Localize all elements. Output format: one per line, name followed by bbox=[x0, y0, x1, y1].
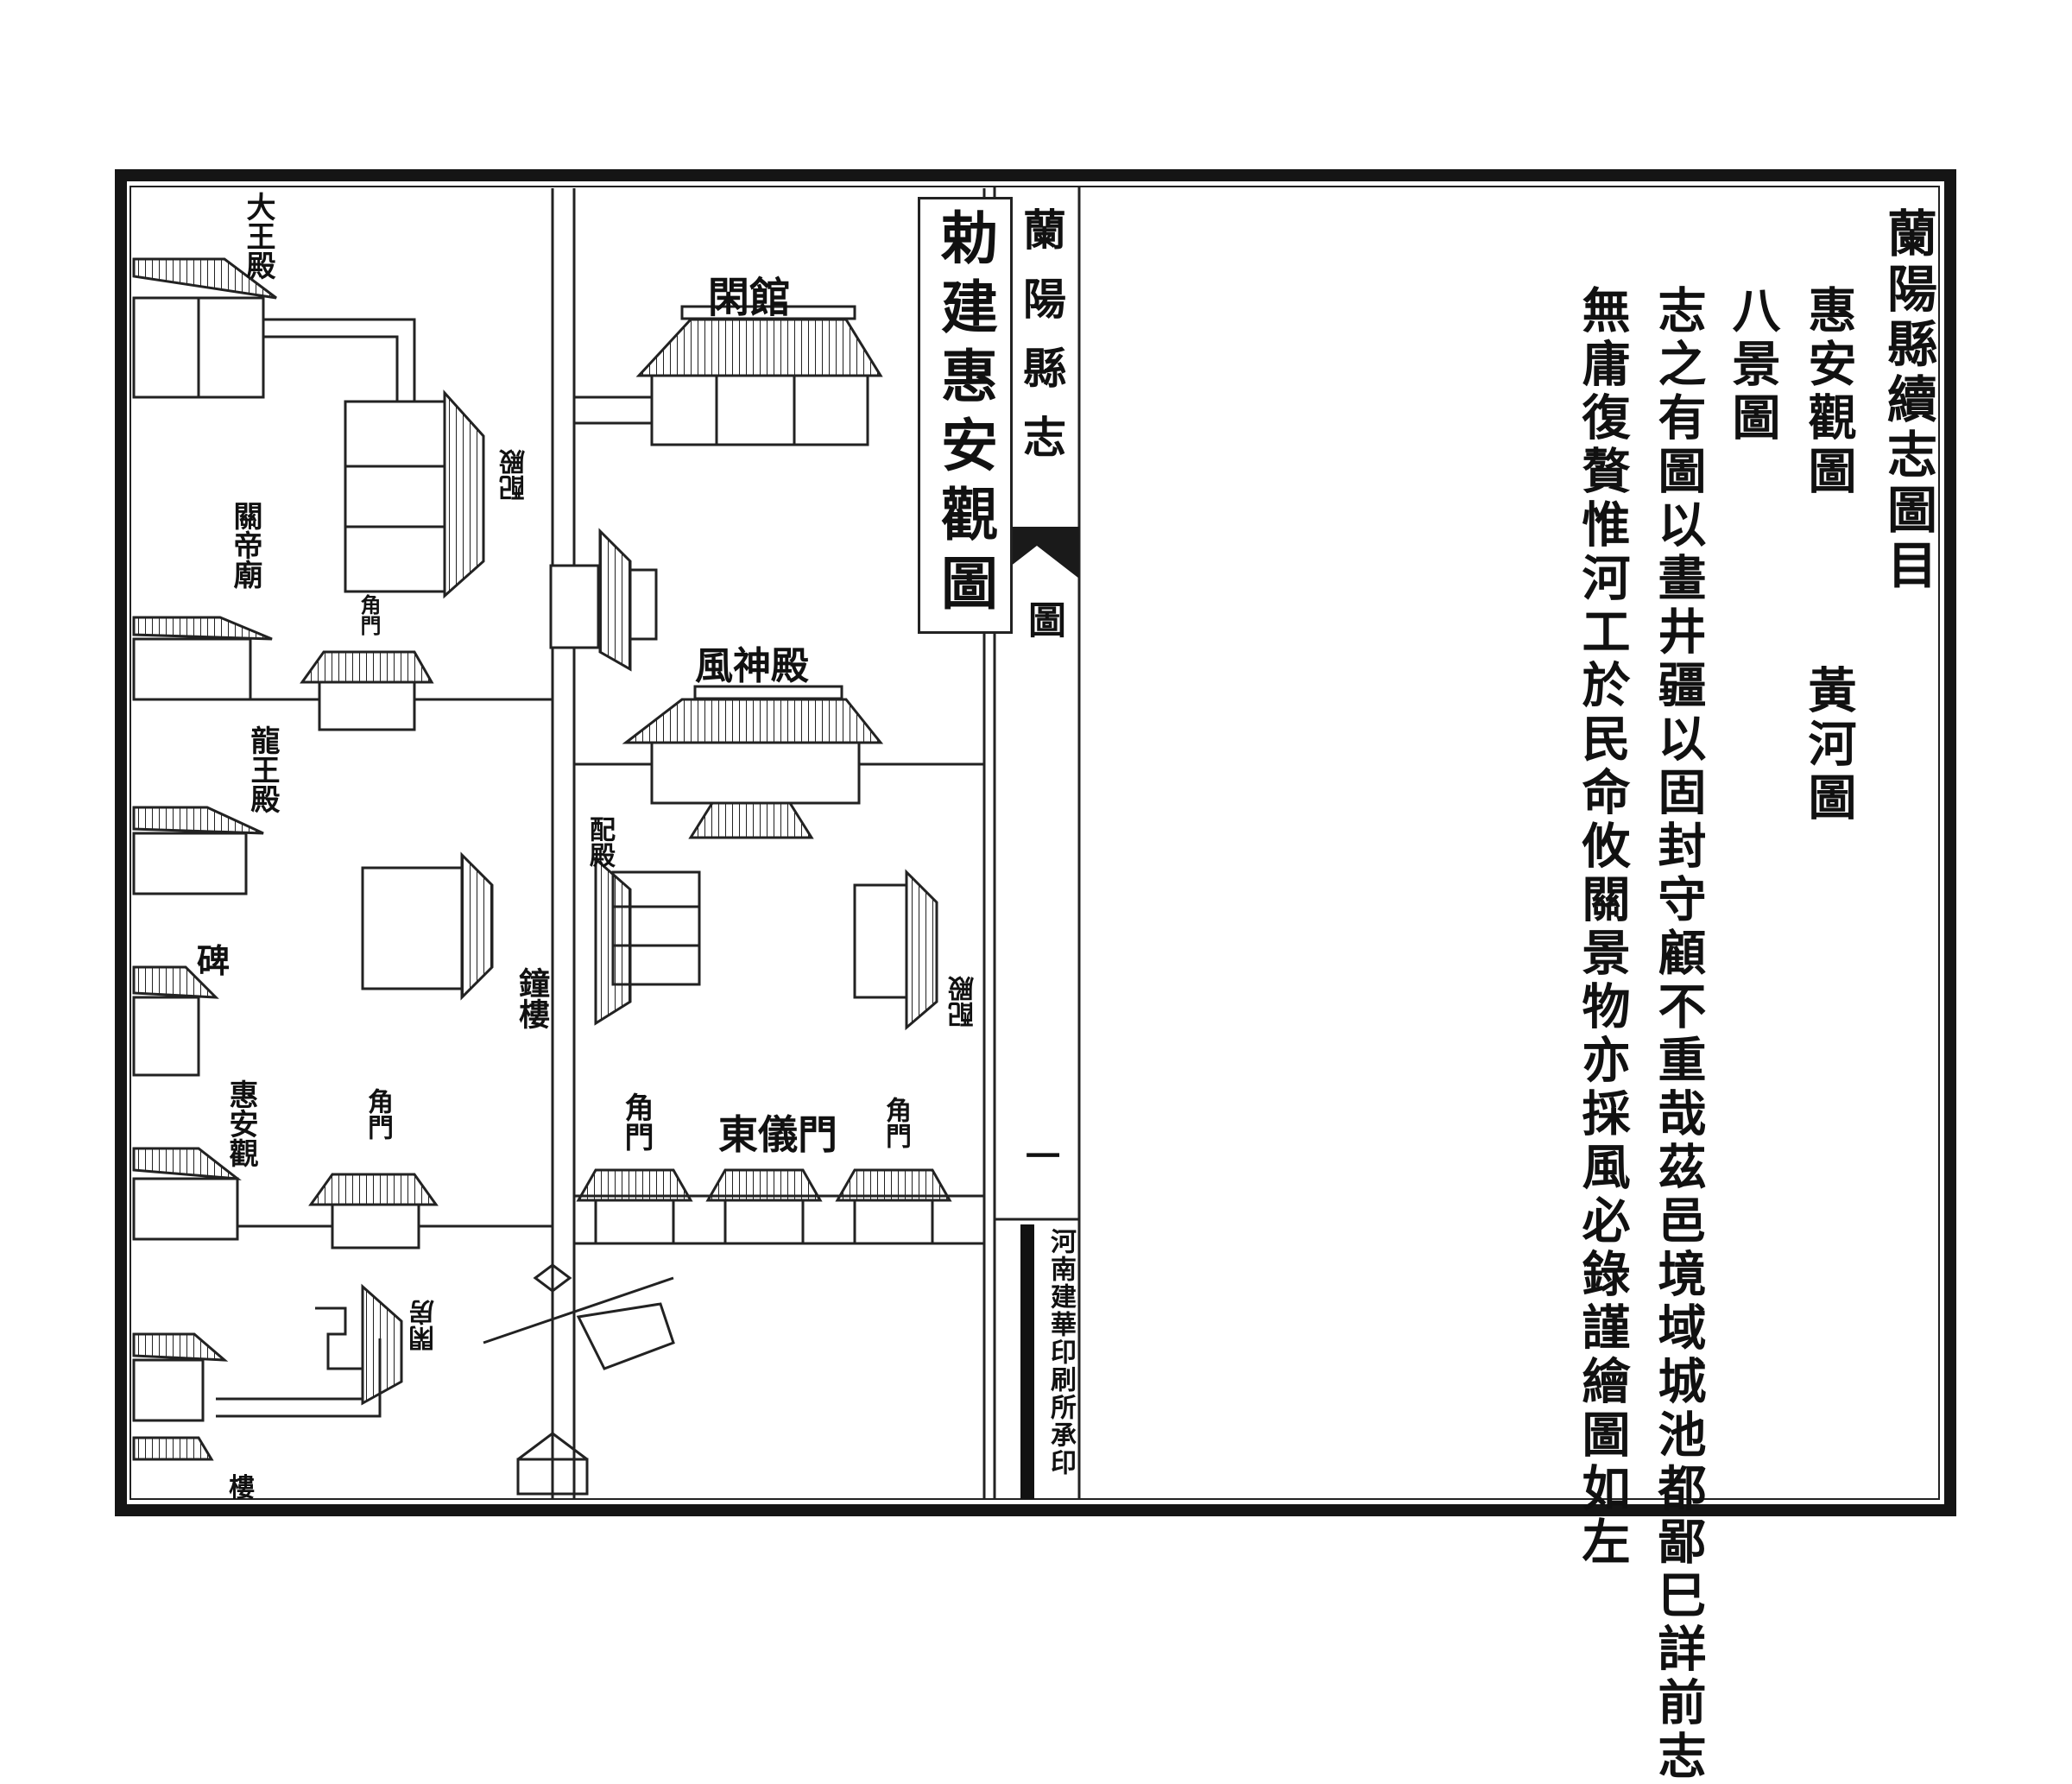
spine-page-number: 一 bbox=[1020, 1138, 1060, 1178]
label-corner-gate-3: 角門 bbox=[619, 1092, 654, 1151]
toc-item-yellow-river: 黃河圖 bbox=[1800, 665, 1857, 826]
label-corner-gate-1: 角門 bbox=[357, 594, 382, 636]
label-corner-gate-4: 角門 bbox=[881, 1097, 911, 1148]
label-king-hall: 大王殿 bbox=[241, 192, 275, 280]
toc-item-eight-views: 八景圖 bbox=[1724, 285, 1781, 446]
toc-item-huian-temple: 惠安觀圖 bbox=[1800, 285, 1857, 499]
preface-line-1: 志之有圖以畫井疆以固封守顧不重哉茲邑境域城池都鄙巳詳前志 bbox=[1650, 285, 1707, 1784]
label-east-gate: 東儀門 bbox=[718, 1111, 837, 1158]
label-guest-hall: 閑館 bbox=[708, 274, 792, 322]
label-huian-temple: 惠安觀 bbox=[224, 1079, 258, 1167]
label-corner-gate-2: 角門 bbox=[363, 1088, 393, 1140]
label-dragon-king-hall: 龍王殿 bbox=[245, 725, 280, 813]
map-title: 勅建惠安觀圖 bbox=[918, 197, 1013, 634]
label-side-hall-3: 配殿 bbox=[949, 976, 979, 1028]
label-stele: 碑 bbox=[197, 941, 231, 980]
spine-title: 蘭陽縣志 bbox=[1016, 207, 1067, 484]
label-side-hall-1: 配殿 bbox=[500, 449, 530, 501]
preface-line-2: 無庸復贅惟河工於民命攸關景物亦採風必錄謹繪圖如左 bbox=[1574, 285, 1631, 1570]
page-inner-rule bbox=[130, 186, 1940, 1500]
label-bell-tower: 鐘樓 bbox=[514, 967, 550, 1029]
spine-section-label: 圖 bbox=[1021, 600, 1065, 643]
printer-credit: 河南建華印刷所承印 bbox=[1045, 1228, 1076, 1477]
label-tower: 樓 bbox=[229, 1473, 255, 1503]
toc-title: 蘭陽縣續志圖目 bbox=[1879, 207, 1937, 594]
label-side-room: 閑房 bbox=[409, 1300, 439, 1351]
label-wind-god-hall: 風神殿 bbox=[695, 644, 809, 688]
label-side-hall-2: 配殿 bbox=[584, 816, 615, 868]
page-outer-frame bbox=[115, 169, 1956, 1516]
label-guandi-temple: 關帝廟 bbox=[228, 501, 262, 589]
